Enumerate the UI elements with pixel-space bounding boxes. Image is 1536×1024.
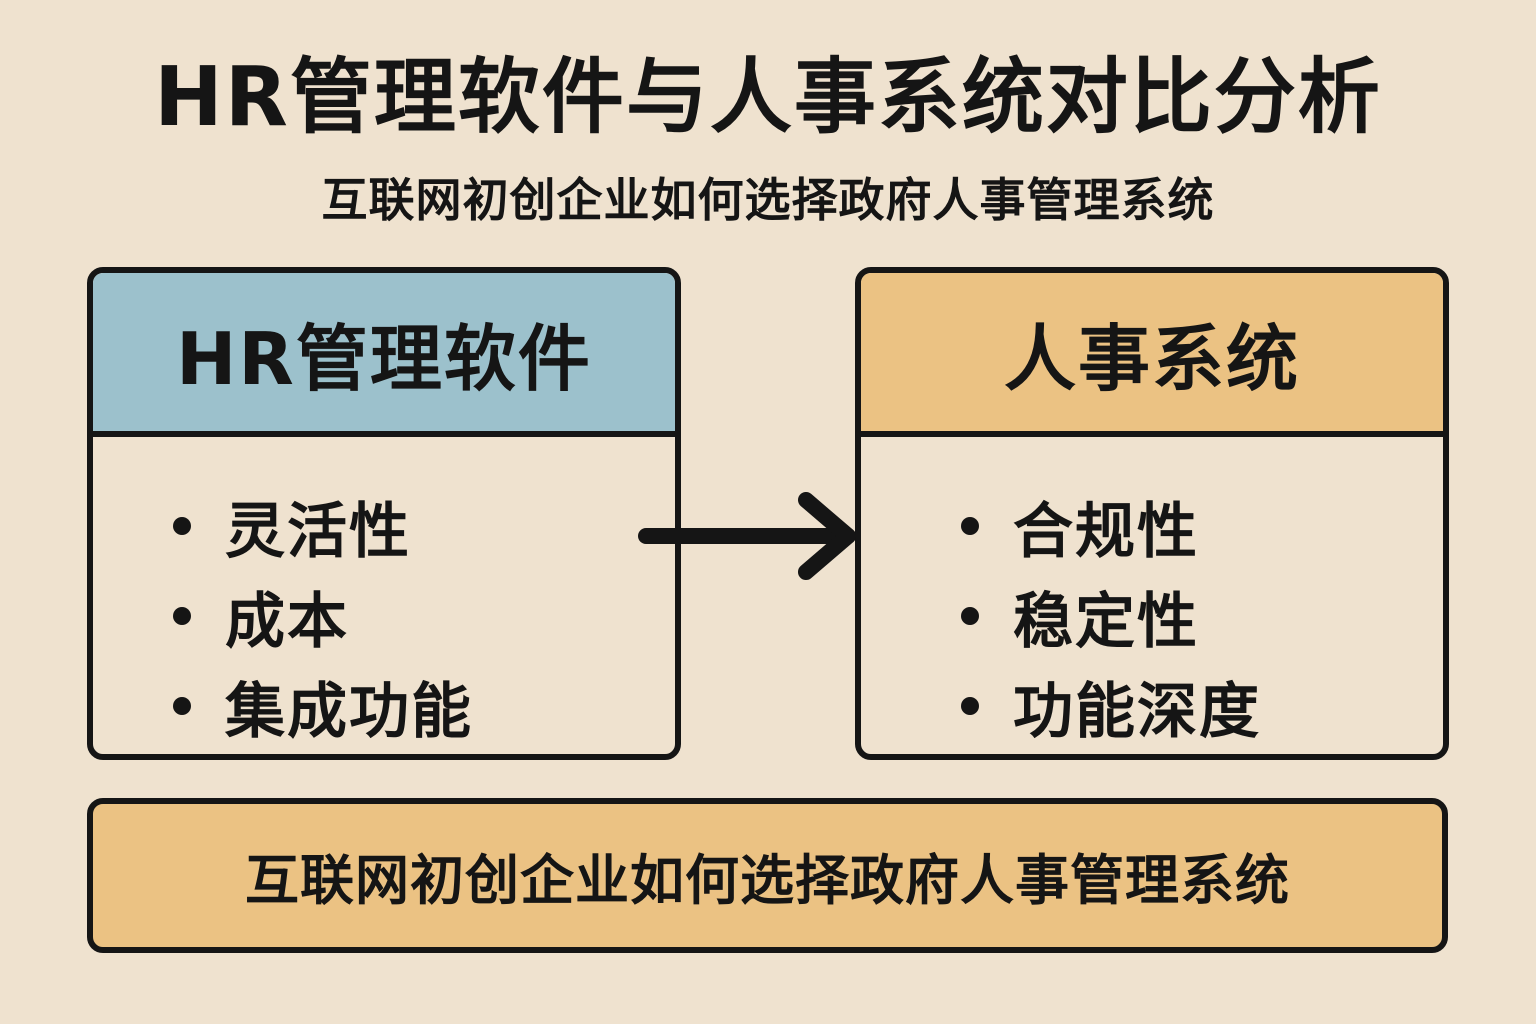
- hr-software-card-header: HR管理软件: [93, 273, 675, 437]
- conclusion-banner-text: 互联网初创企业如何选择政府人事管理系统: [245, 849, 1290, 912]
- list-item-label: 成本: [225, 586, 349, 657]
- list-item: 灵活性: [173, 481, 675, 571]
- hr-system-card-header: 人事系统: [861, 273, 1443, 437]
- hr-software-feature-list: 灵活性 成本 集成功能: [93, 437, 675, 751]
- hr-system-feature-list: 合规性 稳定性 功能深度: [861, 437, 1443, 751]
- list-item-label: 灵活性: [225, 496, 411, 567]
- page-title: HR管理软件与人事系统对比分析: [154, 50, 1382, 145]
- bullet-icon: [961, 517, 979, 535]
- bullet-icon: [173, 517, 191, 535]
- bullet-icon: [173, 607, 191, 625]
- bullet-icon: [173, 697, 191, 715]
- list-item: 稳定性: [961, 571, 1443, 661]
- list-item: 集成功能: [173, 661, 675, 751]
- list-item: 成本: [173, 571, 675, 661]
- bullet-icon: [961, 697, 979, 715]
- list-item-label: 稳定性: [1013, 586, 1199, 657]
- list-item: 合规性: [961, 481, 1443, 571]
- arrow-right-icon: [638, 492, 856, 580]
- list-item-label: 合规性: [1013, 496, 1199, 567]
- hr-system-card: 人事系统 合规性 稳定性 功能深度: [855, 267, 1449, 760]
- list-item: 功能深度: [961, 661, 1443, 751]
- list-item-label: 功能深度: [1013, 676, 1261, 747]
- list-item-label: 集成功能: [225, 676, 473, 747]
- hr-software-card: HR管理软件 灵活性 成本 集成功能: [87, 267, 681, 760]
- page-subtitle: 互联网初创企业如何选择政府人事管理系统: [321, 173, 1215, 227]
- conclusion-banner: 互联网初创企业如何选择政府人事管理系统: [87, 798, 1448, 953]
- bullet-icon: [961, 607, 979, 625]
